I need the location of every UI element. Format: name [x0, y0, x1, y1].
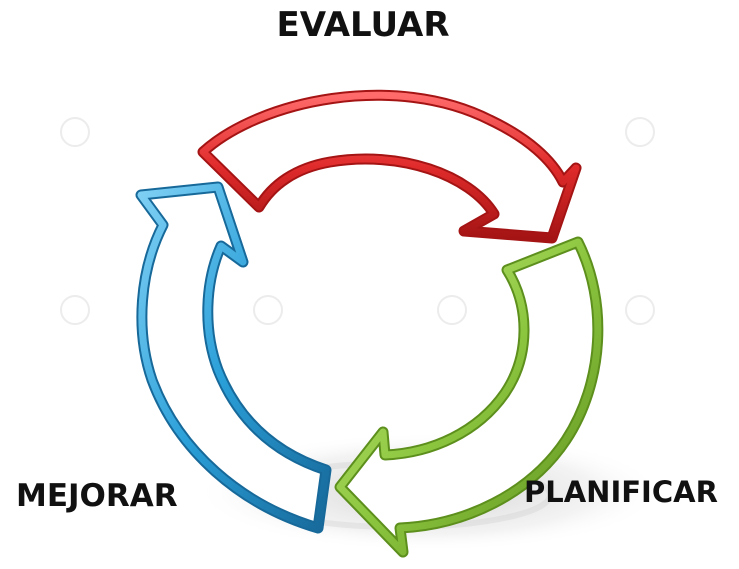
mejorar-arrow [135, 181, 332, 534]
planificar-arrow [334, 236, 604, 558]
label-evaluar: EVALUAR [276, 5, 450, 45]
evaluar-arrow [197, 89, 582, 244]
label-mejorar: MEJORAR [16, 478, 178, 514]
label-planificar: PLANIFICAR [524, 475, 718, 509]
